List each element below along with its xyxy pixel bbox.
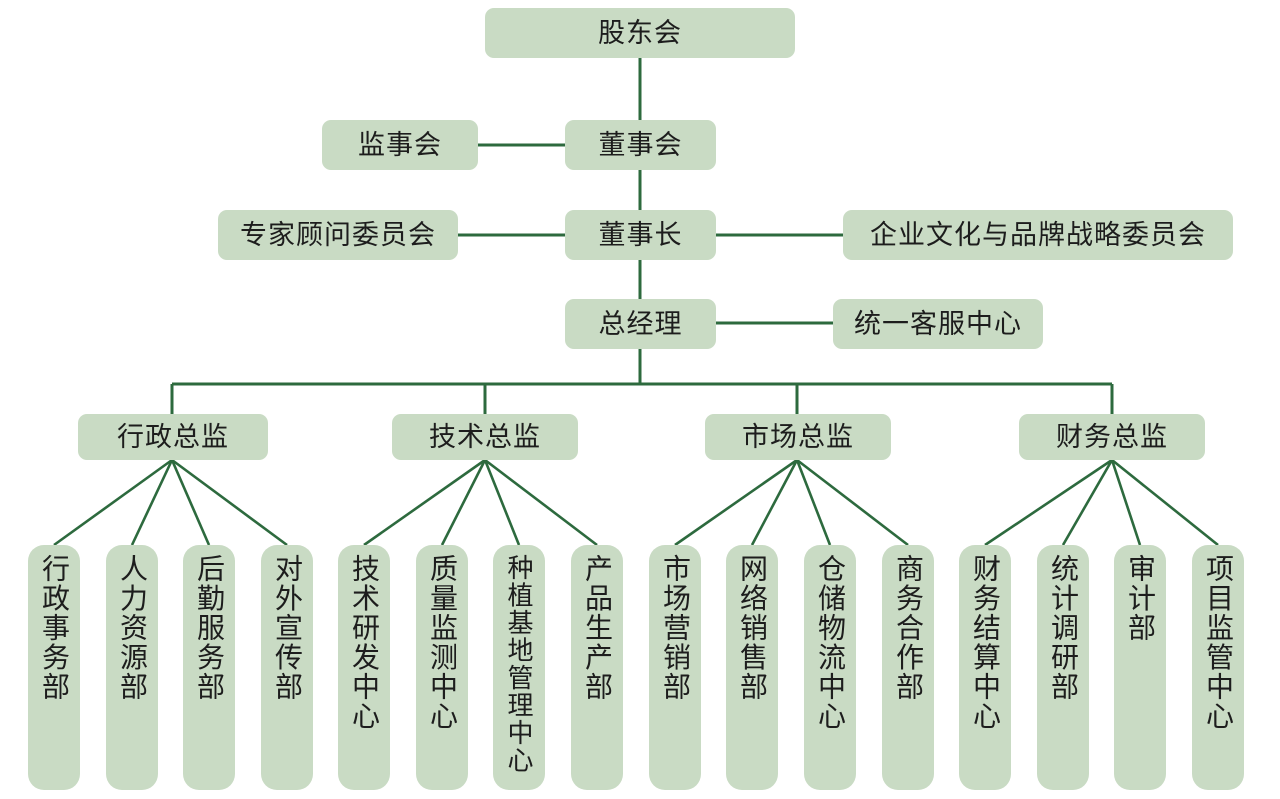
department-label: 仓储物流中心 [815,554,846,731]
node-director-administrative[interactable]: 行政总监 [78,414,268,460]
node-chairman-label: 董事长 [598,219,683,250]
department-label: 人力资源部 [117,554,148,702]
node-department[interactable]: 行政事务部 [28,545,80,790]
node-culture-committee-label: 企业文化与品牌战略委员会 [870,219,1206,250]
node-director-finance[interactable]: 财务总监 [1019,414,1205,460]
department-label: 网络销售部 [737,554,768,702]
node-chairman[interactable]: 董事长 [565,210,716,260]
director-label: 技术总监 [429,421,541,452]
node-department[interactable]: 商务合作部 [882,545,934,790]
node-shareholders[interactable]: 股东会 [485,8,795,58]
node-department[interactable]: 后勤服务部 [183,545,235,790]
node-department[interactable]: 人力资源部 [106,545,158,790]
department-label: 产品生产部 [582,554,613,702]
node-department[interactable]: 质量监测中心 [416,545,468,790]
node-shareholders-label: 股东会 [598,17,682,48]
department-label: 项目监管中心 [1203,554,1234,731]
fanout-lines [53,458,1219,547]
node-general-manager-label: 总经理 [598,308,683,339]
node-department[interactable]: 产品生产部 [571,545,623,790]
node-general-manager[interactable]: 总经理 [565,299,716,349]
department-label: 质量监测中心 [427,554,458,731]
node-department[interactable]: 统计调研部 [1037,545,1089,790]
node-board[interactable]: 董事会 [565,120,716,170]
department-label: 审计部 [1125,554,1156,643]
node-department[interactable]: 种植基地管理中心 [493,545,545,790]
node-director-technical[interactable]: 技术总监 [392,414,578,460]
director-label: 市场总监 [742,421,854,452]
node-customer-service[interactable]: 统一客服中心 [833,299,1043,349]
node-department[interactable]: 对外宣传部 [261,545,313,790]
node-customer-service-label: 统一客服中心 [854,308,1022,339]
node-expert-committee[interactable]: 专家顾问委员会 [218,210,458,260]
department-label: 技术研发中心 [349,554,380,731]
node-department[interactable]: 技术研发中心 [338,545,390,790]
department-label: 财务结算中心 [970,554,1001,731]
node-department[interactable]: 仓储物流中心 [804,545,856,790]
director-label: 财务总监 [1056,421,1168,452]
department-label: 后勤服务部 [194,554,225,702]
node-department[interactable]: 网络销售部 [726,545,778,790]
department-label: 统计调研部 [1048,554,1079,702]
node-culture-committee[interactable]: 企业文化与品牌战略委员会 [843,210,1233,260]
department-label: 对外宣传部 [272,554,303,702]
department-label: 种植基地管理中心 [504,554,534,774]
director-label: 行政总监 [117,421,229,452]
department-label: 行政事务部 [39,554,70,702]
node-department[interactable]: 审计部 [1114,545,1166,790]
node-director-marketing[interactable]: 市场总监 [705,414,891,460]
department-label: 市场营销部 [660,554,691,702]
node-department[interactable]: 项目监管中心 [1192,545,1244,790]
node-board-label: 董事会 [598,129,683,160]
node-supervisors[interactable]: 监事会 [322,120,478,170]
node-supervisors-label: 监事会 [358,129,442,160]
department-label: 商务合作部 [893,554,924,702]
node-expert-committee-label: 专家顾问委员会 [240,219,436,250]
node-department[interactable]: 财务结算中心 [959,545,1011,790]
node-department[interactable]: 市场营销部 [649,545,701,790]
